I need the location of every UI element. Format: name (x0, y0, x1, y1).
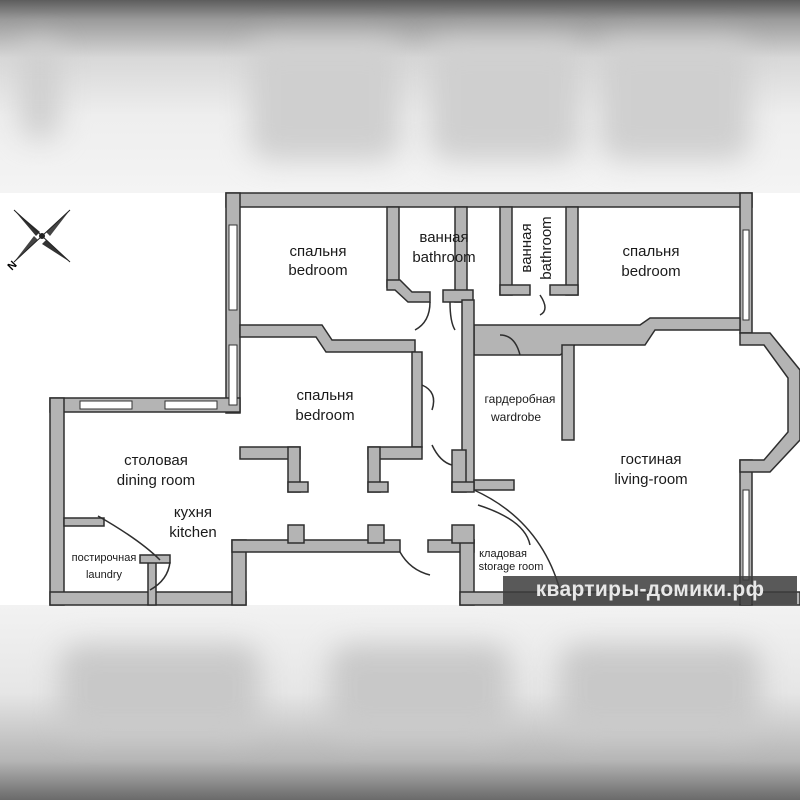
kitchen-label-ru: кухня (174, 504, 212, 521)
room-labels: спальня bedroom ванная bathroom ванная b… (72, 216, 688, 581)
wardrobe-label-ru: гардеробная (485, 392, 556, 406)
kitchen-label-en: kitchen (169, 524, 217, 541)
compass-icon: N (5, 209, 71, 273)
dining-label-ru: столовая (124, 452, 188, 469)
wardrobe-label-en: wardrobe (490, 410, 541, 424)
walls (49, 192, 800, 606)
bedroom1-label-en: bedroom (288, 262, 347, 279)
dining-label-en: dining room (117, 472, 195, 489)
doors (97, 294, 561, 591)
compass-north-label: N (5, 259, 19, 273)
bedroom1-label-ru: спальня (290, 243, 347, 260)
laundry-label-ru: постирочная (72, 552, 137, 564)
bedroom3-label-ru: спальня (623, 243, 680, 260)
bedroom2-label-en: bedroom (295, 407, 354, 424)
laundry-label-en: laundry (86, 569, 123, 581)
bedroom3-label-en: bedroom (621, 263, 680, 280)
storage-label-en: storage room (479, 561, 544, 573)
living-label-ru: гостиная (621, 451, 682, 468)
bathroom2-label-en: bathroom (538, 216, 555, 279)
bathroom1-label-ru: ванная (419, 229, 468, 246)
blurred-background-bottom (0, 605, 800, 800)
storage-label-ru: кладовая (479, 548, 527, 560)
bathroom1-label-en: bathroom (412, 249, 475, 266)
bedroom2-label-ru: спальня (297, 387, 354, 404)
bathroom2-label-ru: ванная (518, 223, 535, 272)
living-label-en: living-room (614, 471, 687, 488)
watermark: квартиры-домики.рф (503, 576, 797, 604)
blurred-background-top (0, 0, 800, 193)
